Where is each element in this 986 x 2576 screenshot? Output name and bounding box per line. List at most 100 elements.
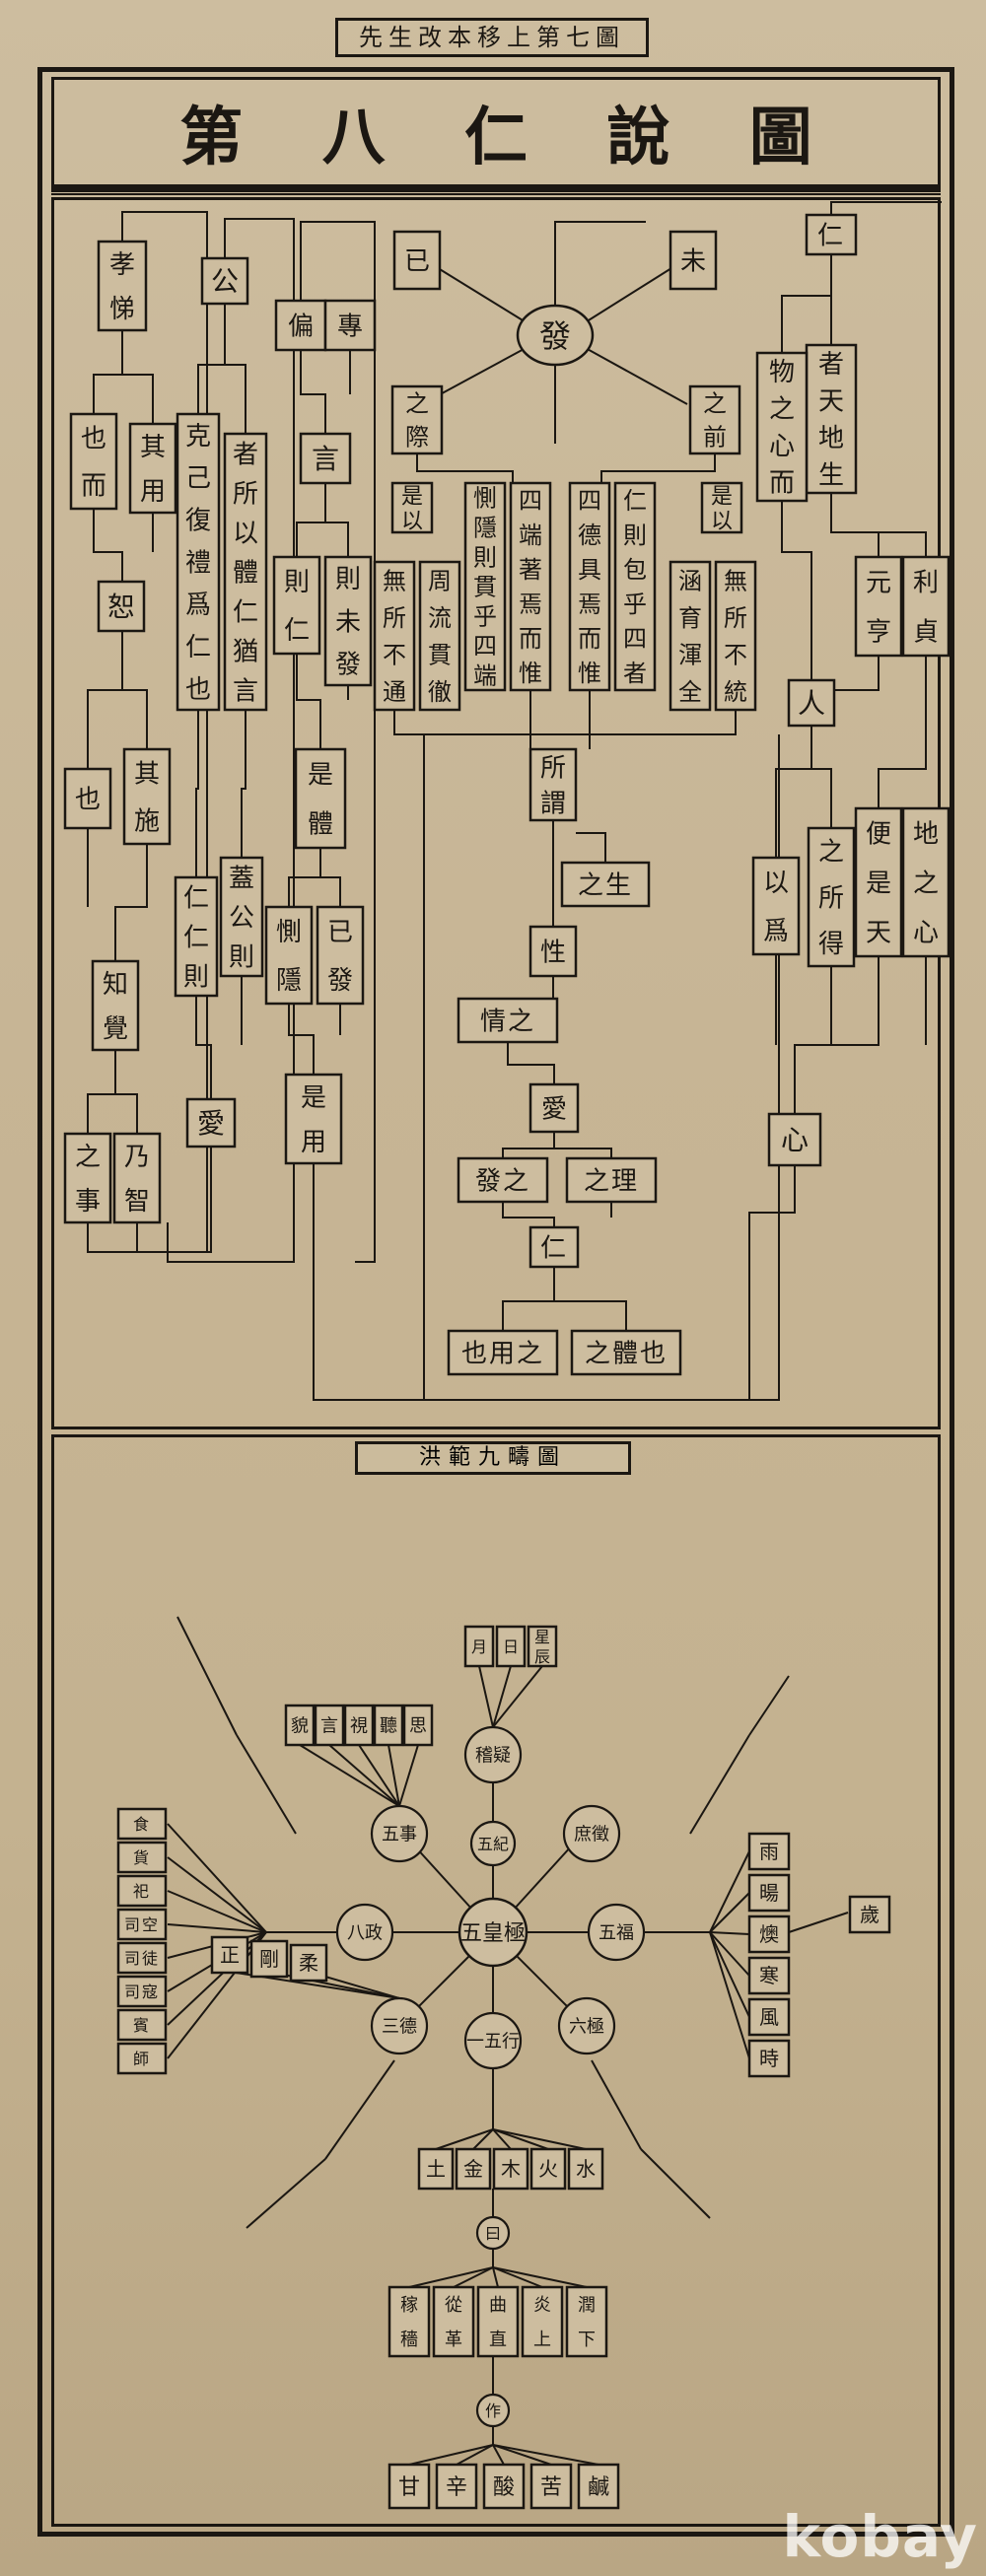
box-char: 言 bbox=[233, 676, 258, 706]
hongfan-circle-l-wuji: 五紀 bbox=[469, 1820, 517, 1867]
box-char: 星 bbox=[534, 1628, 550, 1646]
circle-label: 五紀 bbox=[477, 1835, 509, 1853]
hongfan-center: 五皇極 bbox=[458, 1897, 528, 1968]
box-char: 辛 bbox=[446, 2475, 467, 2500]
hongfan-node-l-mu: 木 bbox=[492, 2147, 529, 2191]
box-text: 師 bbox=[133, 2050, 151, 2068]
box-char: 下 bbox=[578, 2330, 596, 2350]
hongfan-node-l-ri: 日 bbox=[495, 1625, 527, 1668]
diagram-node-n-ji: 已 bbox=[392, 230, 442, 291]
box-text: 發之 bbox=[475, 1166, 530, 1196]
box-text: 司空 bbox=[124, 1915, 160, 1934]
box-char: 之 bbox=[913, 869, 939, 898]
hongfan-node-l-sui: 歲 bbox=[848, 1895, 891, 1934]
box-char: 發 bbox=[335, 651, 361, 680]
watermark-logo: kobay bbox=[782, 2503, 978, 2570]
box-char: 炎 bbox=[533, 2295, 551, 2316]
box-char: 偏 bbox=[288, 312, 314, 341]
diagram-node-n-gaigongze: 蓋公則 bbox=[219, 856, 264, 978]
title-divider bbox=[51, 187, 941, 192]
hongfan-node-l-rou: 柔 bbox=[289, 1943, 328, 1983]
diagram-node-n-yiwei: 以爲 bbox=[751, 856, 801, 956]
box-char: 爲 bbox=[185, 591, 211, 620]
box-char: 而 bbox=[519, 625, 542, 653]
hongfan-node-l-xingchen: 星辰 bbox=[527, 1625, 558, 1668]
title-bar bbox=[51, 77, 941, 187]
diagram-node-n-zhiji: 之際 bbox=[390, 384, 444, 455]
box-char: 火 bbox=[538, 2157, 558, 2181]
box-char: 甘 bbox=[398, 2475, 420, 2500]
box-char: 之 bbox=[818, 838, 844, 868]
title-char: 八 bbox=[321, 101, 386, 174]
box-char: 乎 bbox=[623, 591, 647, 618]
box-char: 心 bbox=[769, 432, 795, 461]
title-divider-thin bbox=[51, 193, 941, 195]
box-char: 以 bbox=[401, 509, 423, 533]
diagram-node-n-renrenze: 仁仁則 bbox=[174, 875, 219, 998]
box-char: 言 bbox=[312, 443, 339, 475]
diagram-node-n-shiti: 是體 bbox=[294, 747, 347, 850]
box-char: 思 bbox=[409, 1715, 427, 1736]
box-char: 而 bbox=[578, 625, 601, 653]
box-char: 苦 bbox=[540, 2475, 562, 2500]
box-char: 仁 bbox=[284, 616, 310, 646]
box-char: 乃 bbox=[124, 1143, 150, 1172]
box-char: 所 bbox=[233, 479, 258, 509]
box-text: 之生 bbox=[578, 870, 633, 900]
box-char: 之 bbox=[703, 390, 727, 418]
box-text: 之體也 bbox=[585, 1339, 668, 1368]
box-char: 爲 bbox=[763, 917, 789, 946]
hongfan-node-l-shi4: 師 bbox=[116, 2042, 168, 2075]
diagram-node-n-yan: 言 bbox=[299, 432, 352, 485]
box-char: 周 bbox=[428, 567, 452, 594]
box-char: 四 bbox=[519, 487, 542, 515]
box-char: 燠 bbox=[759, 1922, 779, 1946]
circle-label: 庶徵 bbox=[574, 1824, 609, 1845]
box-char: 天 bbox=[818, 387, 844, 417]
box-char: 曲 bbox=[489, 2295, 507, 2316]
diagram-node-n-pian: 偏 bbox=[274, 299, 327, 352]
box-char: 知 bbox=[103, 970, 128, 1000]
hongfan-node-l-yu: 雨 bbox=[747, 1832, 791, 1871]
box-char: 仁 bbox=[623, 487, 647, 515]
box-char: 木 bbox=[501, 2157, 521, 2181]
box-char: 已 bbox=[327, 918, 353, 947]
diagram-node-n-wei: 未 bbox=[669, 230, 718, 291]
box-char: 隱 bbox=[473, 515, 497, 542]
box-char: 鹹 bbox=[588, 2475, 609, 2500]
hongfan-node-l-yang: 暘 bbox=[747, 1873, 791, 1913]
box-char: 育 bbox=[678, 604, 702, 632]
box-char: 發 bbox=[327, 966, 353, 996]
box-char: 已 bbox=[404, 246, 430, 276]
box-char: 四 bbox=[473, 633, 497, 661]
box-char: 人 bbox=[798, 687, 825, 720]
diagram-node-n-yeer: 也而 bbox=[69, 412, 118, 511]
circle-label: 三德 bbox=[382, 2016, 417, 2037]
diagram-node-n-zhisuode: 之所得 bbox=[807, 826, 856, 968]
box-char: 則 bbox=[284, 568, 310, 597]
box-char: 惟 bbox=[578, 660, 601, 687]
circle-label: 稽疑 bbox=[475, 1745, 511, 1766]
box-char: 流 bbox=[428, 604, 452, 632]
hongfan-node-l-shi: 時 bbox=[747, 2039, 791, 2078]
box-char: 性 bbox=[540, 938, 566, 967]
hongfan-node-l-yan: 言 bbox=[314, 1704, 345, 1747]
box-char: 際 bbox=[405, 424, 429, 452]
box-text: 仁 bbox=[817, 221, 845, 250]
hongfan-node-l-mao: 貌 bbox=[284, 1704, 316, 1747]
box-char: 而 bbox=[769, 469, 795, 499]
hongfan-circle-l-shuzheng: 庶徵 bbox=[562, 1804, 621, 1863]
title-char: 說 bbox=[606, 101, 670, 174]
hongfan-node-l-feng: 風 bbox=[747, 1997, 791, 2037]
diagram-node-n-zhuan: 專 bbox=[323, 299, 377, 352]
box-char: 風 bbox=[759, 2005, 779, 2029]
diagram-node-n-qingzhi: 情之 bbox=[457, 997, 559, 1044]
box-char: 用 bbox=[140, 477, 166, 507]
box-char: 通 bbox=[383, 678, 406, 706]
page-title: 第 八 仁 說 圖 bbox=[51, 77, 941, 187]
box-char: 則 bbox=[473, 544, 497, 572]
diagram-node-n-ren-top: 仁 bbox=[805, 213, 858, 256]
